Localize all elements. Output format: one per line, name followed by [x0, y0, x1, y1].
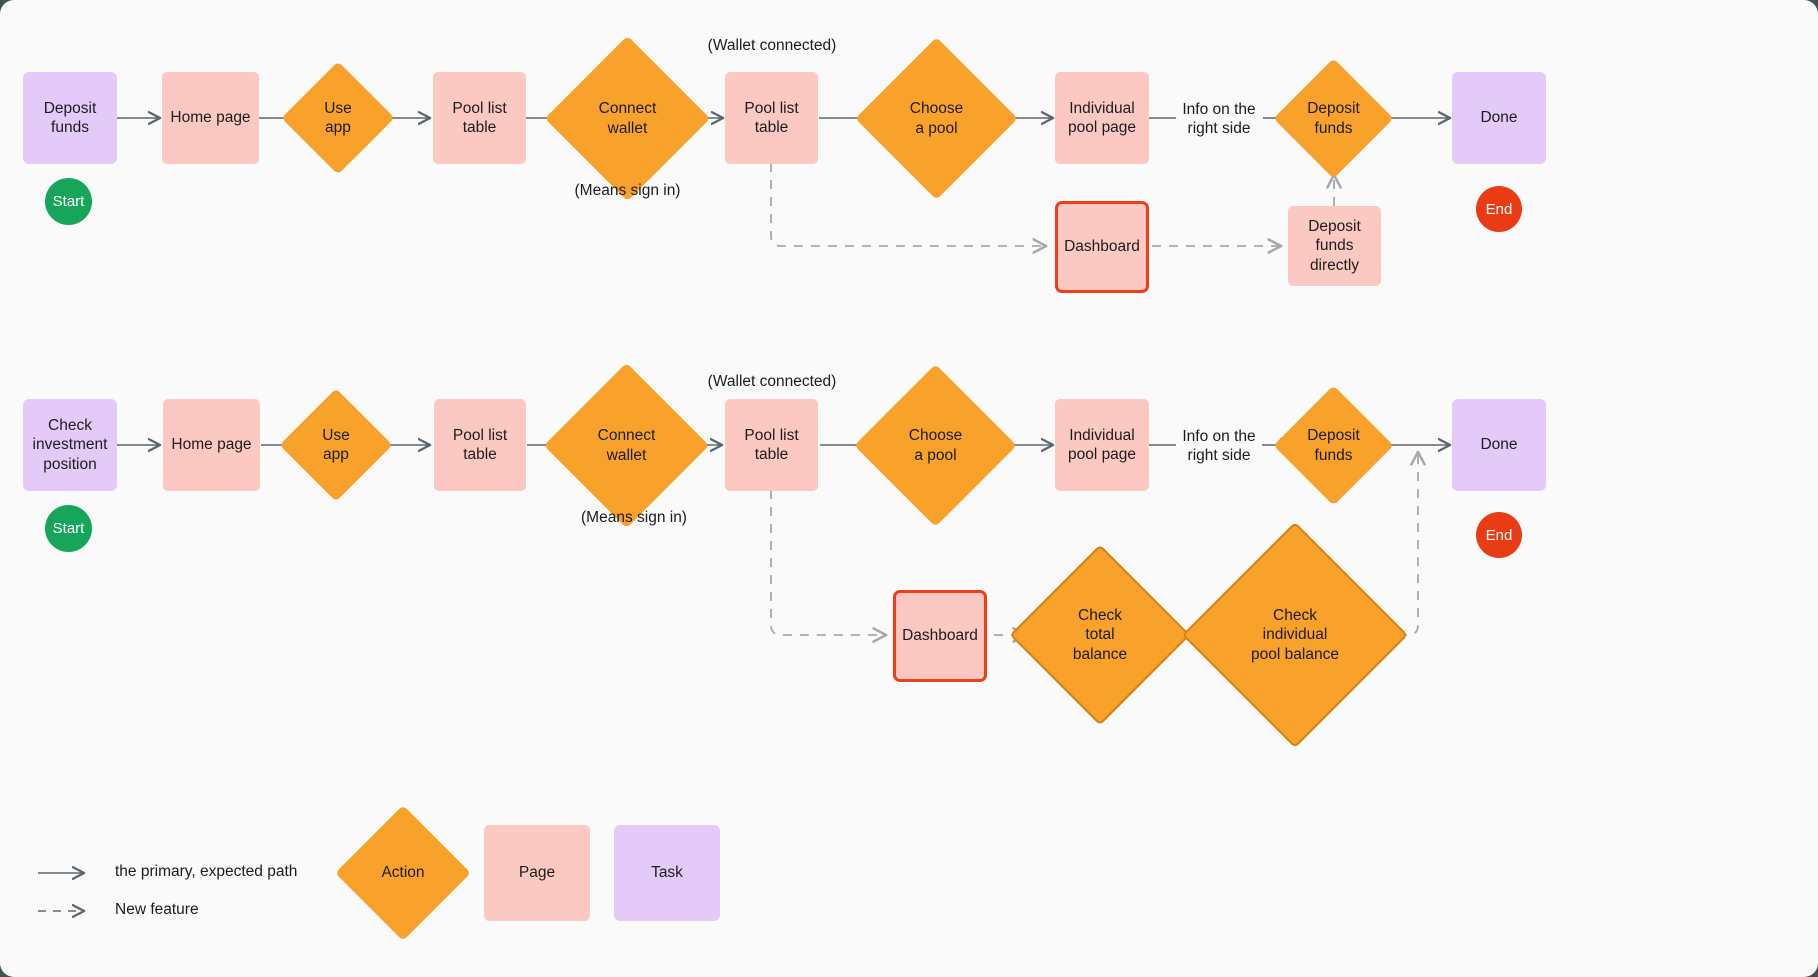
node-label: Choose a pool	[908, 427, 963, 464]
node-pool-list-table-4[interactable]: Pool list table	[725, 399, 818, 491]
node-label: Home page	[170, 109, 251, 127]
flow1-start-badge: Start	[45, 178, 92, 225]
node-label: Pool list table	[744, 99, 799, 136]
node-label: Done	[1480, 109, 1518, 127]
node-check-investment-position-task[interactable]: Check investment position	[23, 399, 117, 491]
node-label: Pool list table	[452, 99, 507, 136]
node-choose-a-pool[interactable]: Choose a pool	[855, 37, 1018, 200]
node-deposit-funds-action-2[interactable]: Deposit funds	[1273, 385, 1394, 506]
flow2-start-badge: Start	[45, 505, 92, 552]
edge-label-info-right-side: Info on the right side	[1182, 101, 1256, 138]
node-label: Home page	[171, 436, 252, 454]
node-label: Pool list table	[452, 426, 508, 463]
node-done-task-2[interactable]: Done	[1452, 399, 1546, 491]
node-individual-pool-page-2[interactable]: Individual pool page	[1055, 399, 1149, 491]
node-dashboard-1[interactable]: Dashboard	[1055, 201, 1149, 293]
node-label: Individual pool page	[1067, 99, 1137, 136]
node-label: Pool list table	[744, 426, 799, 463]
flow1-annotation-means-sign-in: (Means sign in)	[574, 182, 681, 199]
legend-shape-label: Action	[381, 864, 425, 882]
node-label: Dashboard	[902, 627, 978, 645]
node-label: Deposit funds	[1307, 427, 1360, 464]
node-label: Check individual pool balance	[1251, 606, 1339, 663]
legend-shape-label: Page	[518, 864, 556, 882]
start-label: Start	[52, 193, 85, 210]
node-individual-pool-page[interactable]: Individual pool page	[1055, 72, 1149, 164]
node-check-total-balance[interactable]: Check total balance	[1009, 544, 1191, 726]
node-choose-a-pool-2[interactable]: Choose a pool	[854, 364, 1017, 527]
flow2-end-badge: End	[1476, 512, 1522, 558]
end-label: End	[1485, 200, 1513, 218]
node-label: Deposit funds	[43, 99, 97, 136]
node-deposit-funds-action[interactable]: Deposit funds	[1273, 58, 1394, 179]
legend-shape-action: Action	[335, 805, 471, 941]
node-connect-wallet-2[interactable]: Connect wallet	[543, 362, 710, 529]
node-done-task-1[interactable]: Done	[1452, 72, 1546, 164]
node-label: Choose a pool	[909, 100, 964, 137]
start-label: Start	[52, 520, 85, 537]
edge-label-info-right-side-2: Info on the right side	[1182, 428, 1256, 465]
node-label: Deposit funds	[1307, 100, 1360, 137]
legend-label-new-feature: New feature	[115, 901, 199, 918]
flow1-end-badge: End	[1476, 186, 1522, 232]
node-check-individual-pool-balance[interactable]: Check individual pool balance	[1181, 521, 1409, 749]
node-label: Dashboard	[1064, 238, 1140, 256]
node-label: Check total balance	[1072, 606, 1128, 663]
node-label: Connect wallet	[598, 100, 657, 137]
node-label: Connect wallet	[597, 427, 656, 464]
legend-label-primary-path: the primary, expected path	[115, 863, 298, 880]
node-connect-wallet[interactable]: Connect wallet	[544, 35, 711, 202]
node-pool-list-table-2[interactable]: Pool list table	[725, 72, 818, 164]
flow1-annotation-wallet-connected: (Wallet connected)	[707, 37, 837, 54]
end-label: End	[1485, 526, 1513, 544]
node-pool-list-table-1[interactable]: Pool list table	[433, 72, 526, 164]
node-pool-list-table-3[interactable]: Pool list table	[434, 399, 526, 491]
node-label: Done	[1480, 436, 1518, 454]
node-label: Individual pool page	[1067, 426, 1137, 463]
node-use-app[interactable]: Use app	[281, 61, 395, 175]
legend-shape-page: Page	[484, 825, 590, 921]
node-label: Use app	[322, 426, 350, 463]
node-deposit-funds-task[interactable]: Deposit funds	[23, 72, 117, 164]
node-home-page-2[interactable]: Home page	[163, 399, 260, 491]
flow2-annotation-wallet-connected: (Wallet connected)	[707, 373, 837, 390]
node-dashboard-2[interactable]: Dashboard	[893, 590, 987, 682]
node-deposit-funds-directly[interactable]: Deposit funds directly	[1288, 206, 1381, 286]
node-label: Use app	[324, 99, 352, 136]
legend-shape-task: Task	[614, 825, 720, 921]
flow2-annotation-means-sign-in: (Means sign in)	[581, 509, 687, 526]
node-use-app-2[interactable]: Use app	[279, 388, 393, 502]
node-label: Check investment position	[32, 416, 108, 473]
node-label: Deposit funds directly	[1308, 217, 1361, 274]
node-home-page[interactable]: Home page	[162, 72, 259, 164]
legend-shape-label: Task	[651, 864, 683, 882]
